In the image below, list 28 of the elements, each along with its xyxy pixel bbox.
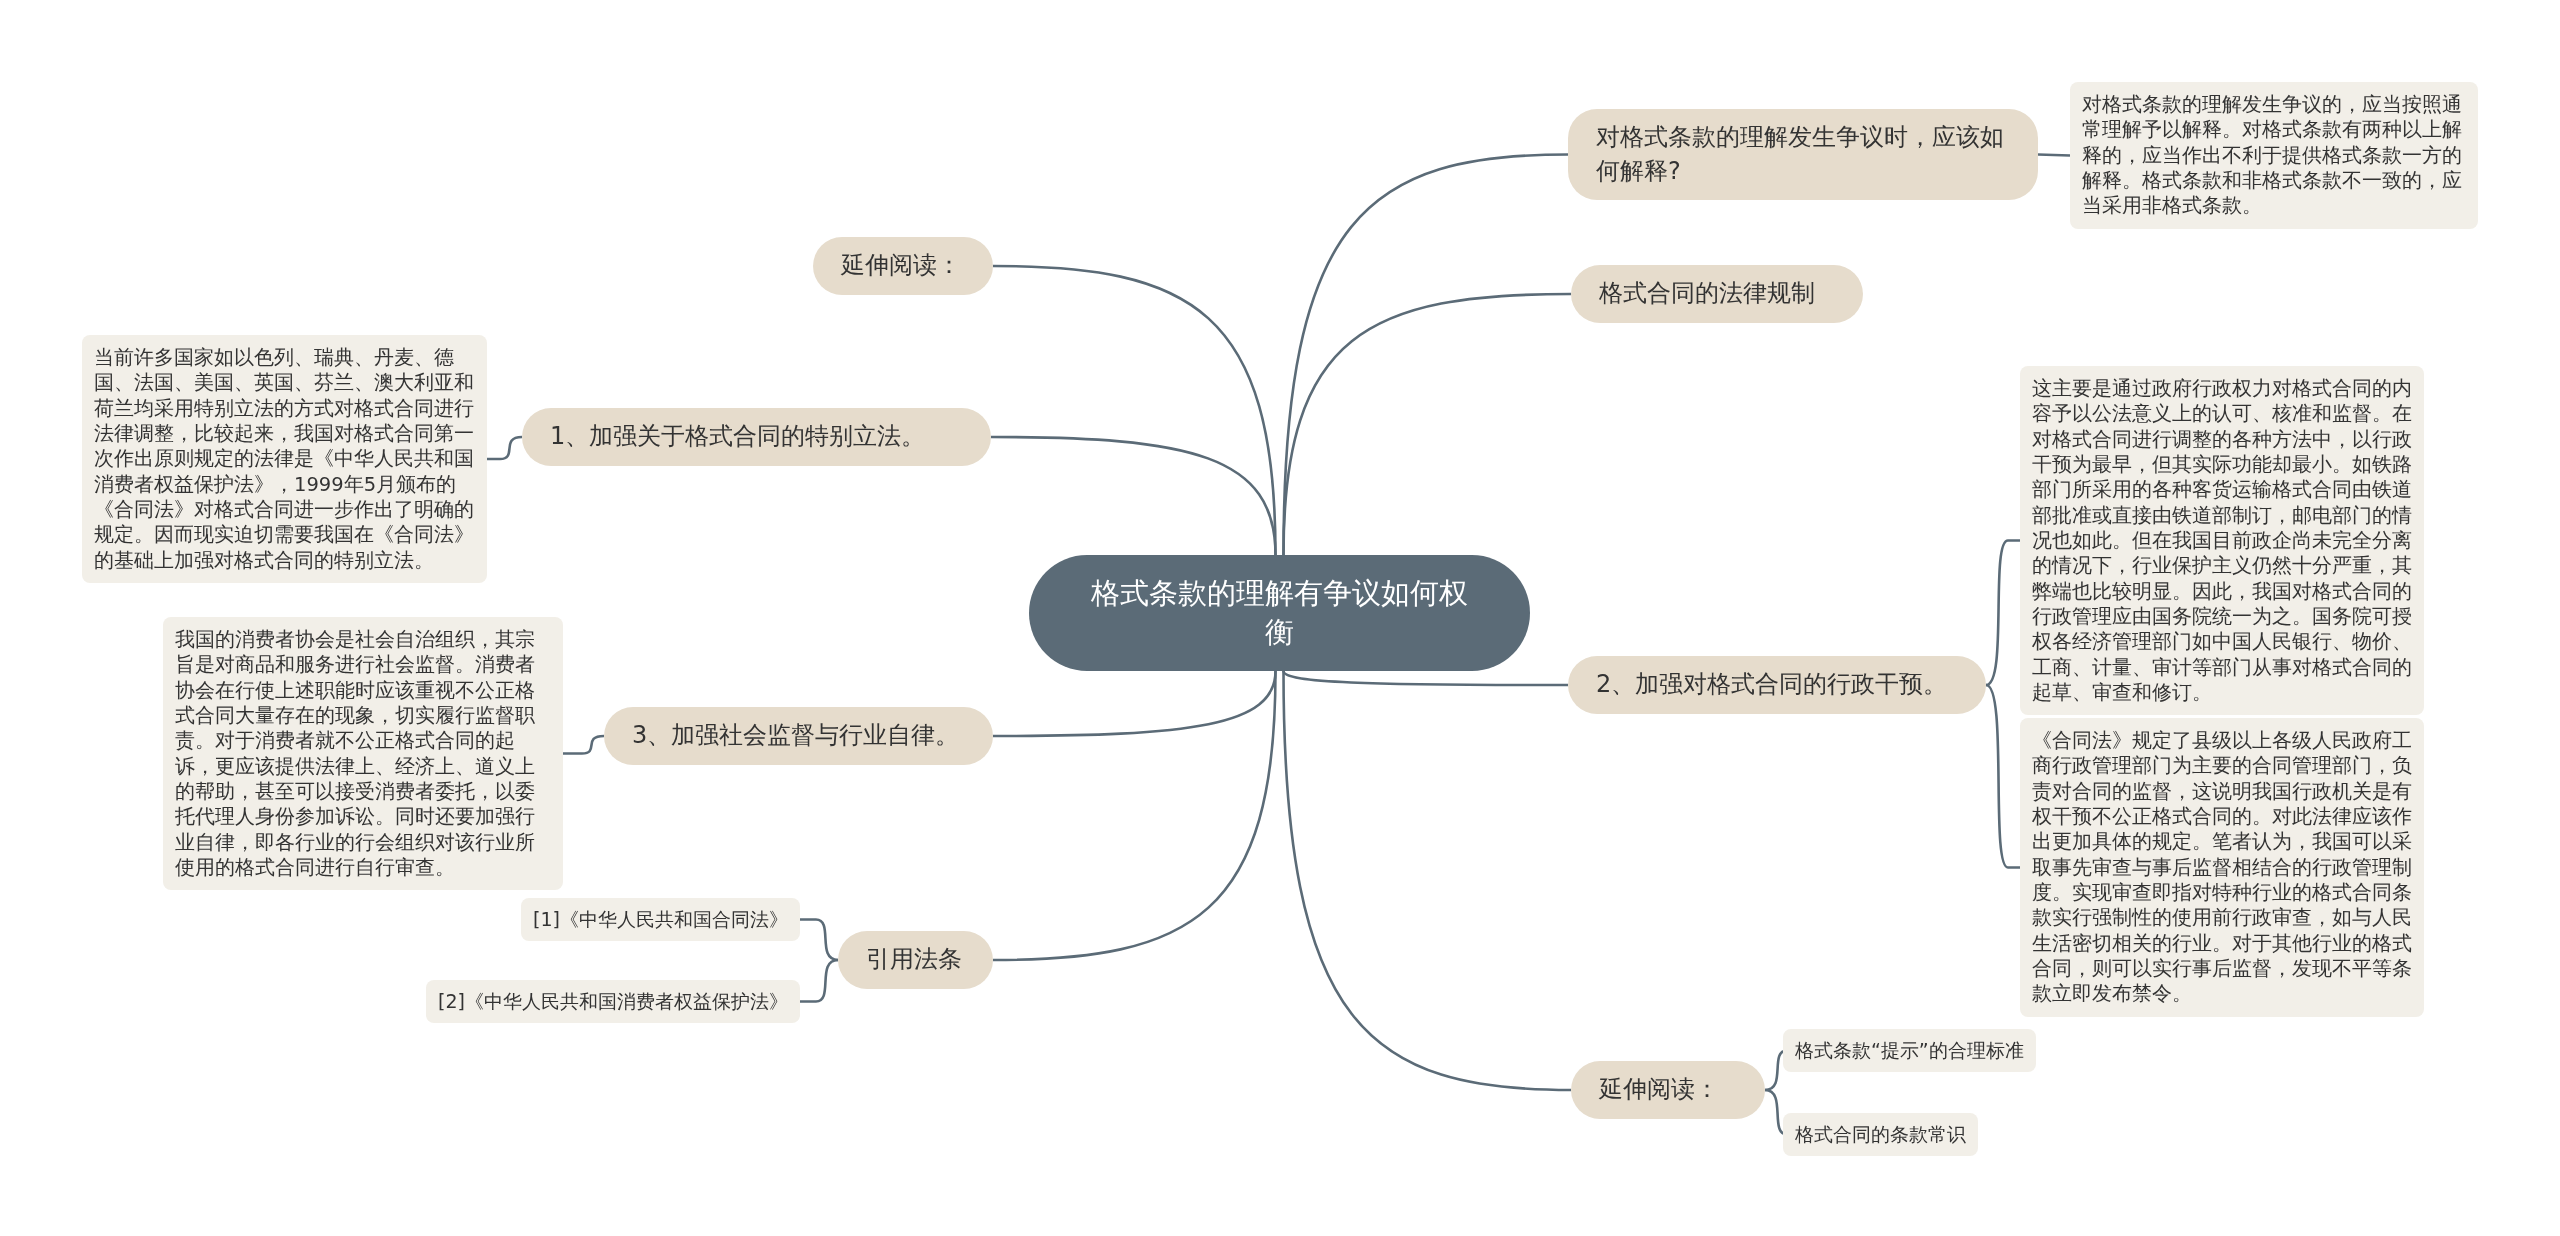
topic-box: 引用法条 [838,931,993,989]
connector-line [487,435,523,461]
topic-box: 对格式条款的理解发生争议时，应该如何解释? [1568,109,2038,201]
note-box: 这主要是通过政府行政权力对格式合同的内容予以公法意义上的认可、核准和监督。在对格式合同进行调整的各种方法中，以行政干预为最早，但其实际功能却最小。如铁路部门所采用的各种客货运输格式合同由铁道部批准或直接由铁道部制订，邮电部门的情况也如此。但在我国目前政企尚未完全分离的情况下，行业保护主义仍然十分严重，其弊端也比较明显。因此，我国对格式合同的行政管理应由国务院统一为之。国务院可授权各经济管理部门如中国人民银行、物价、工商、计量、审计等部门从事对格式合同的起草、审查和修订。 [2020,366,2424,716]
note-box: 我国的消费者协会是社会自治组织，其宗旨是对商品和服务进行社会监督。消费者协会在行使上述职能时应该重视不公正格式合同大量存在的现象，切实履行监督职责。对于消费者就不公正格式合同的起诉，更应该提供法律上、经济上、道义上的帮助，甚至可以接受消费者委托，以委托代理人身份参加诉讼。同时还要加强行业自律，即各行业的行会组织对该行业所使用的格式合同进行自行审查。 [163,617,563,891]
connector-line [2037,153,2071,157]
topic-box: 延伸阅读： [813,237,993,295]
connector-line [1282,670,1572,1092]
connector-line [563,734,605,755]
topic-box: 2、加强对格式合同的行政干预。 [1568,656,1986,714]
reference-box: 格式条款“提示”的合理标准 [1783,1029,2036,1072]
connector-line [800,918,839,962]
topic-box: 格式合同的法律规制 [1571,265,1863,323]
connector-line [800,958,839,1003]
reference-box: [1]《中华人民共和国合同法》 [521,898,800,941]
connector-line [1282,670,1568,687]
topic-box: 1、加强关于格式合同的特别立法。 [522,408,991,466]
connector-line [992,670,1277,962]
reference-box: 格式合同的条款常识 [1783,1113,1978,1156]
topic-box: 延伸阅读： [1571,1061,1765,1119]
note-box: 当前许多国家如以色列、瑞典、丹麦、德国、法国、美国、英国、芬兰、澳大利亚和荷兰均采用特别立法的方式对格式合同进行法律调整，比较起来，我国对格式合同第一次作出原则规定的法律是《中华人民共和国消费者权益保护法》，1999年5月颁布的《合同法》对格式合同进一步作出了明确的规定。因而现实迫切需要我国在《合同法》的基础上加强对格式合同的特别立法。 [82,335,487,584]
note-box: 《合同法》规定了县级以上各级人民政府工商行政管理部门为主要的合同管理部门，负责对合同的监督，这说明我国行政机关是有权干预不公正格式合同的。对此法律应该作出更加具体的规定。笔者认为，我国可以采取事先审查与事后监督相结合的行政管理制度。实现审查即指对特种行业的格式合同条款实行强制性的使用前行政审查，如与人民生活密切相关的行业。对于其他行业的格式合同，则可以实行事后监督，发现不平等条款立即发布禁令。 [2020,718,2424,1017]
reference-box: [2]《中华人民共和国消费者权益保护法》 [426,980,800,1023]
topic-box: 3、加强社会监督与行业自律。 [604,707,993,765]
note-box: 对格式条款的理解发生争议的，应当按照通常理解予以解释。对格式条款有两种以上解释的，应当作出不利于提供格式条款一方的解释。格式条款和非格式条款不一致的，应当采用非格式条款。 [2070,82,2478,229]
connector-line [1282,292,1572,556]
connector-line [991,435,1277,556]
central-topic-box: 格式条款的理解有争议如何权衡 [1029,555,1530,671]
